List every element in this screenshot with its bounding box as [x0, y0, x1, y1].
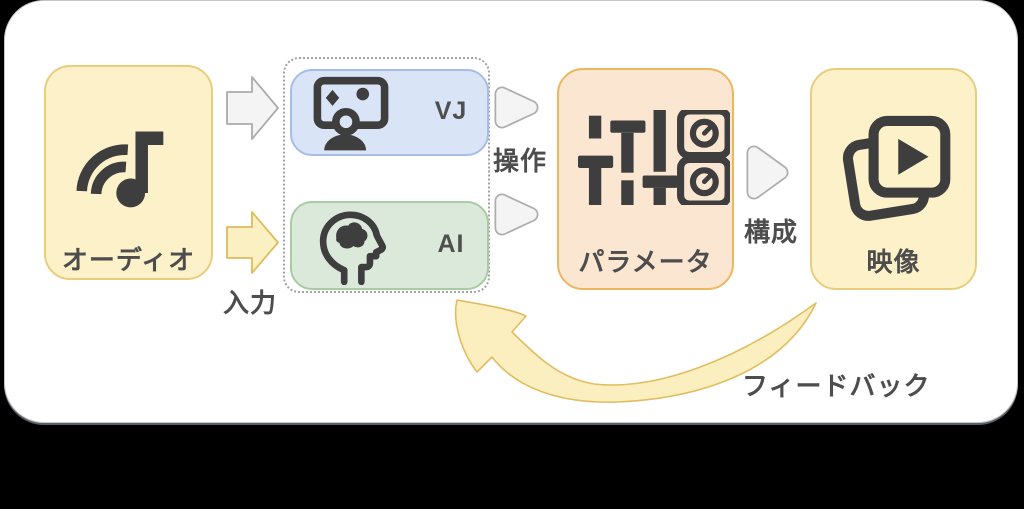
node-ai: AI	[290, 201, 489, 290]
edge-compose-label: 構成	[743, 217, 798, 247]
edge-feedback-label: フィードバック	[742, 371, 931, 401]
edge-input-label: 入力	[222, 288, 277, 318]
node-ai-label: AI	[437, 230, 465, 258]
node-parameters: パラメータ	[557, 68, 734, 290]
audio-wave-note-icon	[75, 120, 171, 216]
node-vj-label: VJ	[434, 97, 468, 125]
node-video-label: 映像	[866, 247, 921, 277]
node-video: 映像	[810, 68, 977, 290]
video-frames-play-icon	[838, 112, 954, 224]
ai-head-brain-icon	[313, 207, 391, 285]
node-audio-label: オーディオ	[61, 245, 196, 275]
vj-screen-person-icon	[309, 73, 393, 153]
mixer-sliders-knobs-icon	[578, 110, 730, 205]
node-parameters-label: パラメータ	[578, 247, 713, 277]
vj-ai-group: VJ AI	[283, 57, 490, 293]
node-vj: VJ	[290, 69, 489, 156]
node-audio: オーディオ	[44, 65, 213, 280]
edge-control-label: 操作	[492, 146, 547, 176]
